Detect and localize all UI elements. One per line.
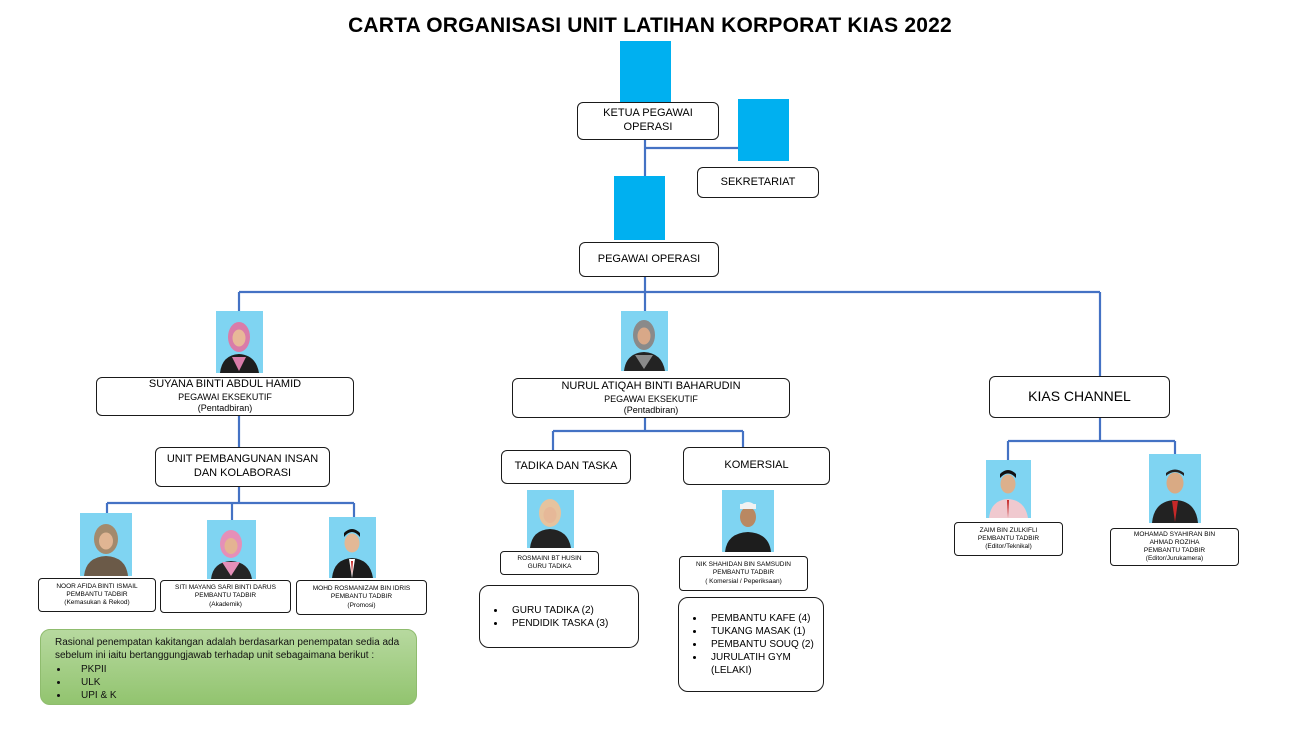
note-text: Rasional penempatan kakitangan adalah be… [55,636,406,662]
node-label: UNIT PEMBANGUNAN INSAN [167,453,318,467]
node-label: TADIKA DAN TASKA [515,460,618,474]
node-nik: NIK SHAHIDAN BIN SAMSUDIN PEMBANTU TADBI… [679,556,808,591]
person-name: ROSMAINI BT HUSIN [517,555,581,563]
person-role: PEMBANTU TADBIR [1144,547,1205,555]
node-sekretariat: SEKRETARIAT [697,167,819,198]
node-label: PEGAWAI OPERASI [598,253,701,267]
person-unit: (Pentadbiran) [624,405,679,416]
person-name: SITI MAYANG SARI BINTI DARUS [175,584,276,592]
photo-placeholder-pegawai-operasi [614,176,665,240]
person-role: GURU TADIKA [528,563,572,571]
photo-zaim [986,460,1031,518]
person-role: PEMBANTU TADBIR [331,593,392,601]
komersial-staff-list: PEMBANTU KAFE (4) TUKANG MASAK (1) PEMBA… [678,597,824,692]
person-role: PEMBANTU TADBIR [713,569,774,577]
photo-rosmaini [527,490,574,548]
list-item: PEMBANTU KAFE (4) [705,612,823,625]
node-label: KOMERSIAL [724,459,788,473]
person-unit: (Editor/Jurukamera) [1146,555,1203,563]
person-role: PEMBANTU TADBIR [195,592,256,600]
node-rosmaini: ROSMAINI BT HUSIN GURU TADIKA [500,551,599,575]
list-item: PENDIDIK TASKA (3) [506,617,638,630]
person-unit: (Promosi) [347,602,375,610]
list-item: TUKANG MASAK (1) [705,625,823,638]
node-mohd: MOHD ROSMANIZAM BIN IDRIS PEMBANTU TADBI… [296,580,427,615]
photo-mohd [329,517,376,578]
photo-nik [722,490,774,552]
rationale-note: Rasional penempatan kakitangan adalah be… [40,629,417,705]
chart-title: CARTA ORGANISASI UNIT LATIHAN KORPORAT K… [0,14,1300,38]
list-item: GURU TADIKA (2) [506,604,638,617]
node-label: DAN KOLABORASI [194,467,291,481]
node-tadika-dan-taska: TADIKA DAN TASKA [501,450,631,484]
node-suyana: SUYANA BINTI ABDUL HAMID PEGAWAI EKSEKUT… [96,377,354,416]
photo-siti [207,520,256,579]
person-role: PEGAWAI EKSEKUTIF [178,392,272,403]
photo-placeholder-sekretariat [738,99,789,161]
photo-syahiran [1149,454,1201,523]
node-noor: NOOR AFIDA BINTI ISMAIL PEMBANTU TADBIR … [38,578,156,612]
node-syahiran: MOHAMAD SYAHIRAN BIN AHMAD ROZIHA PEMBAN… [1110,528,1239,566]
node-label: KETUA PEGAWAI [603,107,693,121]
node-siti: SITI MAYANG SARI BINTI DARUS PEMBANTU TA… [160,580,291,613]
person-name: NOOR AFIDA BINTI ISMAIL [56,583,137,591]
note-item: ULK [69,676,406,689]
person-name: ZAIM BIN ZULKIFLI [980,527,1038,535]
person-unit: (Pentadbiran) [198,403,253,414]
note-item: UPI & K [69,689,406,702]
photo-suyana [216,311,263,373]
person-name: NURUL ATIQAH BINTI BAHARUDIN [561,380,740,394]
photo-nurul [621,311,668,371]
node-label: SEKRETARIAT [721,176,796,190]
person-unit: ( Komersial / Peperiksaan) [705,578,782,586]
node-nurul: NURUL ATIQAH BINTI BAHARUDIN PEGAWAI EKS… [512,378,790,418]
list-item: PEMBANTU SOUQ (2) [705,638,823,651]
person-name: MOHAMAD SYAHIRAN BIN [1134,531,1215,539]
person-name: MOHD ROSMANIZAM BIN IDRIS [313,585,411,593]
person-name: NIK SHAHIDAN BIN SAMSUDIN [696,561,791,569]
person-unit: (Kemasukan & Rekod) [64,599,129,607]
node-label: KIAS CHANNEL [1028,388,1131,406]
node-label: OPERASI [624,121,673,135]
photo-placeholder-ketua [620,41,671,103]
node-unit-pembangunan-insan: UNIT PEMBANGUNAN INSAN DAN KOLABORASI [155,447,330,487]
person-role: PEGAWAI EKSEKUTIF [604,394,698,405]
person-name: AHMAD ROZIHA [1150,539,1200,547]
person-unit: (Editor/Teknikal) [985,543,1032,551]
person-name: SUYANA BINTI ABDUL HAMID [149,378,301,392]
tadika-staff-list: GURU TADIKA (2) PENDIDIK TASKA (3) [479,585,639,648]
person-role: PEMBANTU TADBIR [978,535,1039,543]
list-item: JURULATIH GYM (LELAKI) [705,651,823,677]
person-role: PEMBANTU TADBIR [66,591,127,599]
node-komersial: KOMERSIAL [683,447,830,485]
photo-noor [80,513,132,576]
node-zaim: ZAIM BIN ZULKIFLI PEMBANTU TADBIR (Edito… [954,522,1063,556]
node-kias-channel: KIAS CHANNEL [989,376,1170,418]
person-unit: (Akademik) [209,601,242,609]
node-ketua-pegawai-operasi: KETUA PEGAWAI OPERASI [577,102,719,140]
note-item: PKPII [69,663,406,676]
node-pegawai-operasi: PEGAWAI OPERASI [579,242,719,277]
